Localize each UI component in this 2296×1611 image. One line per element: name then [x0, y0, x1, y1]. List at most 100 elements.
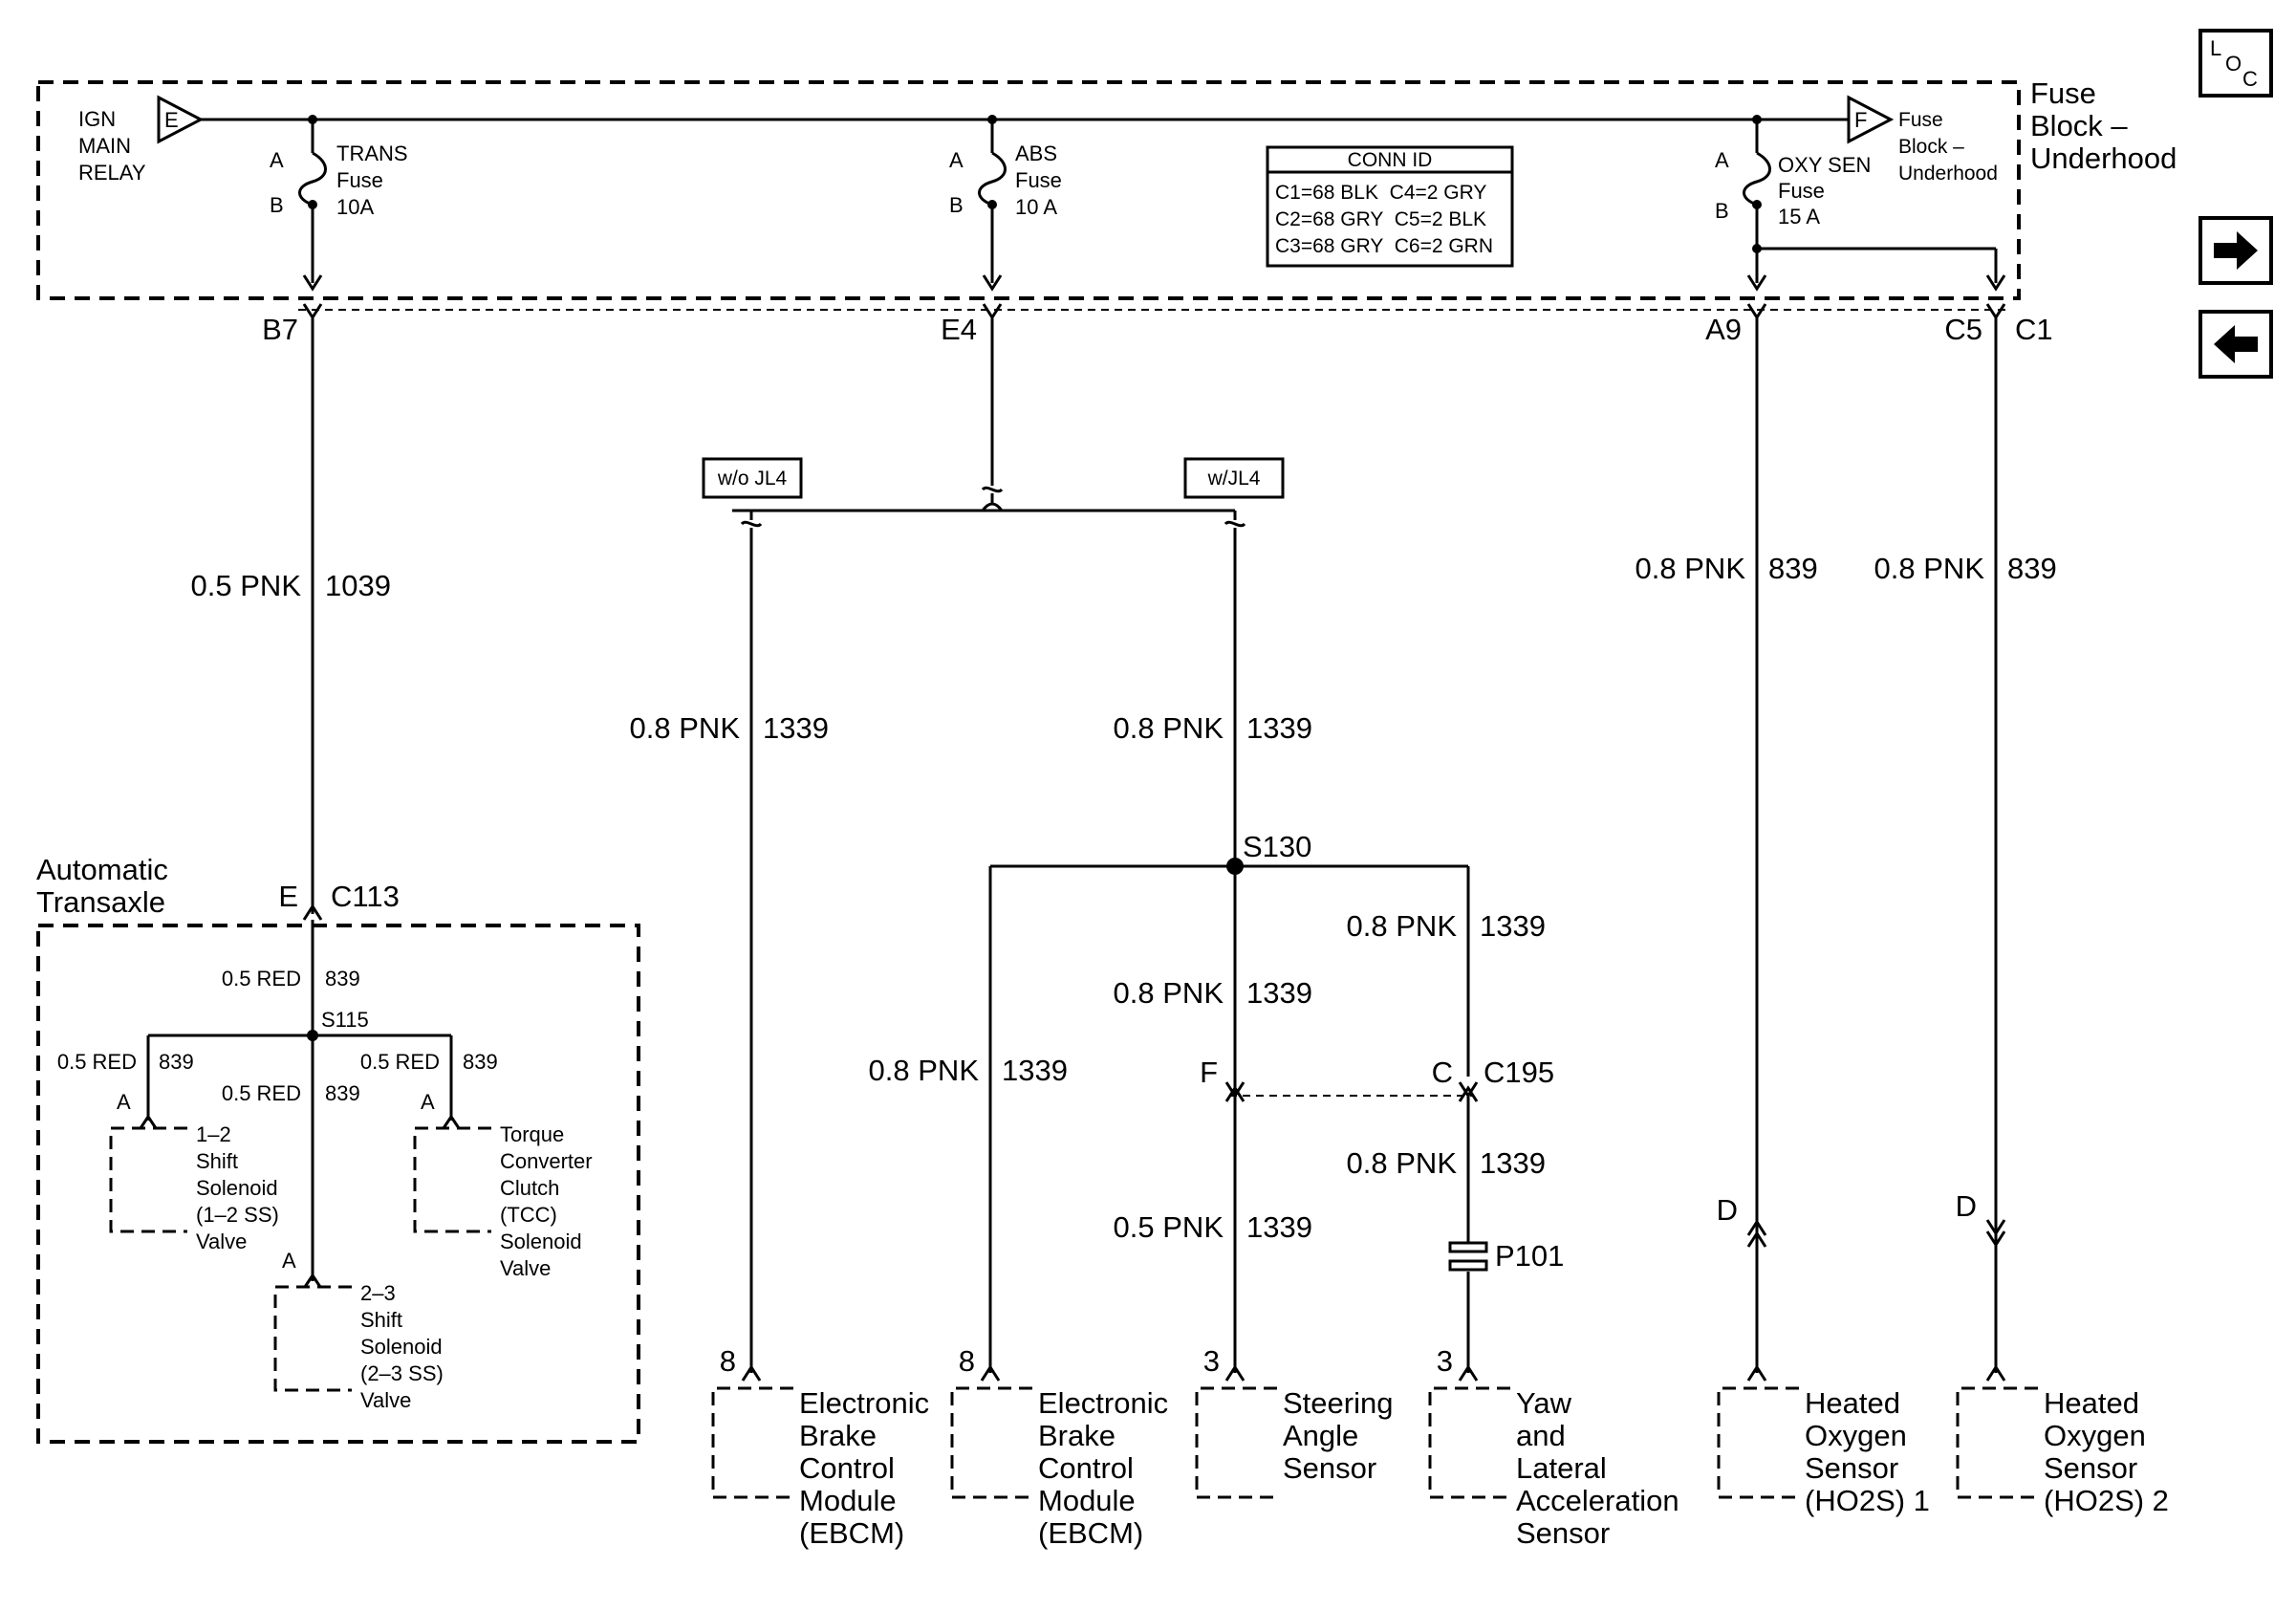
- ss12-label-line: Shift: [196, 1149, 238, 1173]
- trans-fuse-label: Fuse: [336, 168, 383, 192]
- splice-s130: S130: [1243, 830, 1311, 863]
- feed-flag-e-letter: E: [164, 108, 179, 132]
- ebcm1-label-line: Control: [799, 1451, 895, 1485]
- trans-fuse-pin-b: B: [270, 193, 284, 217]
- abs-fuse-pin-b: B: [949, 193, 964, 217]
- ss23-label: 2–3 Shift Solenoid (2–3 SS) Valve: [360, 1281, 444, 1412]
- tcc-label-line: Valve: [500, 1256, 551, 1280]
- tcc-label: Torque Converter Clutch (TCC) Solenoid V…: [500, 1122, 593, 1280]
- conn-id-title: CONN ID: [1348, 149, 1433, 171]
- terminal-3-steering: 3: [1203, 1344, 1220, 1378]
- transaxle-outline: [36, 924, 640, 1444]
- trans-fuse-rating: 10A: [336, 195, 374, 219]
- previous-page-button[interactable]: [2199, 310, 2273, 379]
- p101-label: P101: [1495, 1239, 1564, 1273]
- connector-b7: B7: [262, 313, 298, 346]
- wire-steer-lower-circuit: 1339: [1246, 1210, 1312, 1244]
- yaw-label-line: and: [1516, 1419, 1566, 1452]
- connector-c195: C195: [1484, 1056, 1554, 1089]
- feed-flag-f-label: Underhood: [1898, 163, 1998, 185]
- component-boxes: [711, 1386, 2038, 1499]
- transaxle-mid-gauge: 0.5 RED: [222, 1081, 301, 1105]
- abs-option-wiring: [732, 317, 1246, 1373]
- feed-flag-f: [1847, 95, 1895, 144]
- ho2s2-label-line: Oxygen: [2044, 1419, 2146, 1452]
- oxy-sen-fuse-label: Fuse: [1778, 179, 1825, 203]
- loc-letter-c: C: [2242, 67, 2258, 91]
- connector-e4: E4: [941, 313, 977, 346]
- ign-main-relay-label: IGN: [78, 107, 116, 131]
- feed-flag-f-label: Fuse: [1898, 109, 1943, 131]
- p101-pass-through: [1448, 1241, 1488, 1272]
- transaxle-title: Automatic: [36, 853, 168, 886]
- ho2s1-label: Heated Oxygen Sensor (HO2S) 1: [1805, 1386, 1930, 1517]
- option-without-jl4-label: w/o JL4: [717, 468, 788, 490]
- conn-id-row: C1=68 BLK C4=2 GRY: [1275, 182, 1486, 204]
- ho2s2-label-line: Heated: [2044, 1386, 2139, 1420]
- ebcm2-label-line: (EBCM): [1038, 1516, 1143, 1550]
- ho2s2-label-line: (HO2S) 2: [2044, 1484, 2169, 1517]
- tcc-label-line: (TCC): [500, 1203, 557, 1227]
- ho2s1-label-line: Sensor: [1805, 1451, 1898, 1485]
- ss12-label-line: (1–2 SS): [196, 1203, 279, 1227]
- oxy-sen-fuse-label: OXY SEN: [1778, 153, 1871, 177]
- oxy-sen-fuse-pin-a: A: [1715, 148, 1729, 172]
- wire-ebcm2-circuit: 1339: [1002, 1054, 1068, 1087]
- next-page-button[interactable]: [2199, 216, 2273, 285]
- oxy-sen-fuse-rating: 15 A: [1778, 205, 1820, 229]
- oxy-sen-fuse: [1743, 115, 2006, 292]
- connector-d-ho2s2: D: [1956, 1189, 1977, 1223]
- transaxle-left-gauge: 0.5 RED: [57, 1050, 137, 1074]
- transaxle-title: Transaxle: [36, 885, 165, 919]
- wire-839-oxy1-circuit: 839: [1768, 552, 1818, 585]
- ss23-label-line: Shift: [360, 1308, 402, 1332]
- connector-d-ho2s1: D: [1717, 1193, 1738, 1227]
- option-with-jl4: [1183, 457, 1285, 499]
- ss12-label-line: Solenoid: [196, 1176, 278, 1200]
- ho2s2-label-line: Sensor: [2044, 1451, 2137, 1485]
- wire-yaw-upper-gauge: 0.8 PNK: [1347, 909, 1458, 943]
- connector-c113-chevron: [302, 903, 323, 921]
- terminal-8-ebcm2: 8: [959, 1344, 975, 1378]
- fuse-block-title: Fuse: [2030, 76, 2096, 110]
- conn-id-row: C3=68 GRY C6=2 GRN: [1275, 235, 1493, 257]
- abs-fuse-label: ABS: [1015, 142, 1057, 165]
- steering-label-line: Steering: [1283, 1386, 1393, 1420]
- tcc-label-line: Torque: [500, 1122, 564, 1146]
- feed-flag-e: [157, 95, 205, 144]
- option-without-jl4: [702, 457, 803, 499]
- abs-fuse: [978, 115, 1007, 292]
- fuse-block-outline: [36, 80, 2021, 300]
- ebcm1-label-line: Electronic: [799, 1386, 929, 1420]
- ho2s1-label-line: Oxygen: [1805, 1419, 1907, 1452]
- loc-letter-l: L: [2210, 36, 2221, 60]
- splice-s115-dot: [307, 1030, 318, 1041]
- wire-steer-lower-gauge: 0.5 PNK: [1114, 1210, 1224, 1244]
- solenoid-pin-a: A: [117, 1090, 131, 1114]
- transaxle-left-circuit: 839: [159, 1050, 194, 1074]
- wire-yaw-upper-circuit: 1339: [1480, 909, 1546, 943]
- ho2s1-label-line: Heated: [1805, 1386, 1900, 1420]
- steering-angle-sensor-label: Steering Angle Sensor: [1283, 1386, 1393, 1485]
- wire-ebcm2-gauge: 0.8 PNK: [869, 1054, 980, 1087]
- feed-flag-f-letter: F: [1854, 108, 1867, 132]
- trans-fuse-label: TRANS: [336, 142, 408, 165]
- ebcm1-label-line: Brake: [799, 1419, 877, 1452]
- wire-w-gauge: 0.8 PNK: [1114, 711, 1224, 745]
- transaxle-mid-circuit: 839: [325, 1081, 360, 1105]
- yaw-label-line: Lateral: [1516, 1451, 1607, 1485]
- ign-main-relay-label: RELAY: [78, 161, 146, 185]
- terminal-3-yaw: 3: [1437, 1344, 1453, 1378]
- loc-button[interactable]: L O C: [2199, 29, 2273, 98]
- ss23-label-line: (2–3 SS): [360, 1361, 444, 1385]
- conn-id-table: [1266, 145, 1514, 268]
- steering-label-line: Angle: [1283, 1419, 1358, 1452]
- solenoid-pin-a: A: [282, 1249, 296, 1273]
- abs-fuse-label: Fuse: [1015, 168, 1062, 192]
- wire-yaw-lower-gauge: 0.8 PNK: [1347, 1146, 1458, 1180]
- connector-c195-pin-f: F: [1200, 1056, 1218, 1089]
- wire-steer-upper-circuit: 1339: [1246, 976, 1312, 1010]
- trans-fuse-pin-a: A: [270, 148, 284, 172]
- abs-fuse-rating: 10 A: [1015, 195, 1057, 219]
